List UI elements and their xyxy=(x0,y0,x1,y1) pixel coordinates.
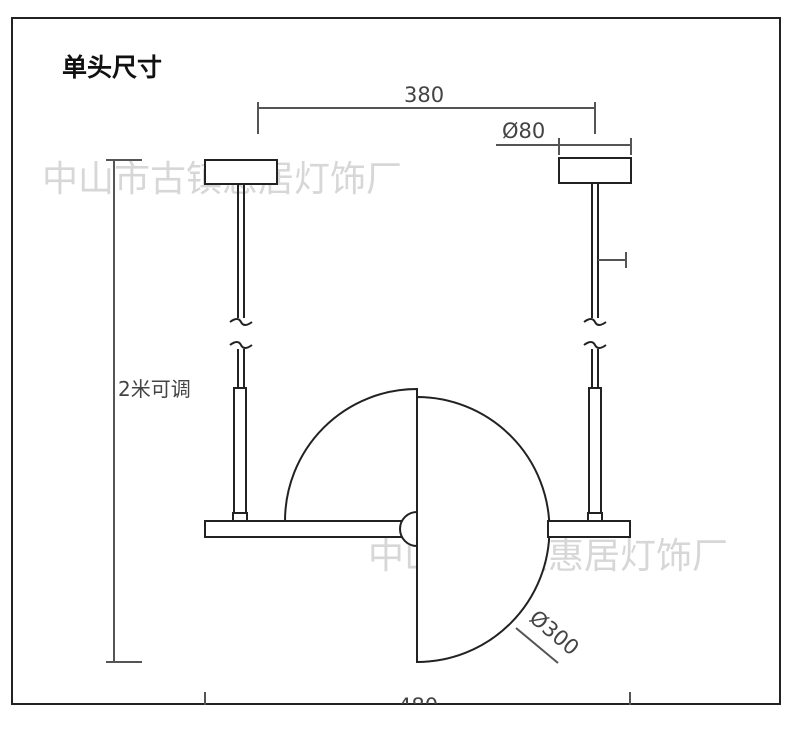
shade-diameter-label: Ø300 xyxy=(525,605,584,660)
bar-overlay-right xyxy=(547,520,631,538)
height-label-bg xyxy=(116,372,212,402)
right-canopy xyxy=(558,157,632,184)
bottom-mask xyxy=(0,705,790,755)
canopy-spacing-dimension xyxy=(257,102,596,134)
upper-half-shade xyxy=(284,387,418,522)
total-width-label: 480 xyxy=(398,694,438,718)
right-rod xyxy=(588,387,602,515)
drawing-border xyxy=(11,17,781,705)
left-rod-connector xyxy=(232,512,248,522)
right-suspension-cable xyxy=(583,183,627,388)
height-dimension xyxy=(106,159,142,663)
drawing-title: 单头尺寸 xyxy=(62,53,162,82)
left-canopy xyxy=(204,159,278,185)
canopy-diameter-label: Ø80 xyxy=(502,119,545,143)
shade-diameter-leader xyxy=(515,627,559,664)
bar-overlay xyxy=(204,520,418,538)
canopy-diameter-dimension xyxy=(496,138,632,155)
height-label: 2米可调 xyxy=(118,377,191,401)
right-rod-connector xyxy=(587,512,603,522)
canopy-spacing-label: 380 xyxy=(404,83,444,107)
left-rod xyxy=(233,387,247,515)
left-suspension-cable xyxy=(229,184,253,388)
center-hub xyxy=(399,511,418,547)
total-width-ticks-lower xyxy=(204,692,631,704)
